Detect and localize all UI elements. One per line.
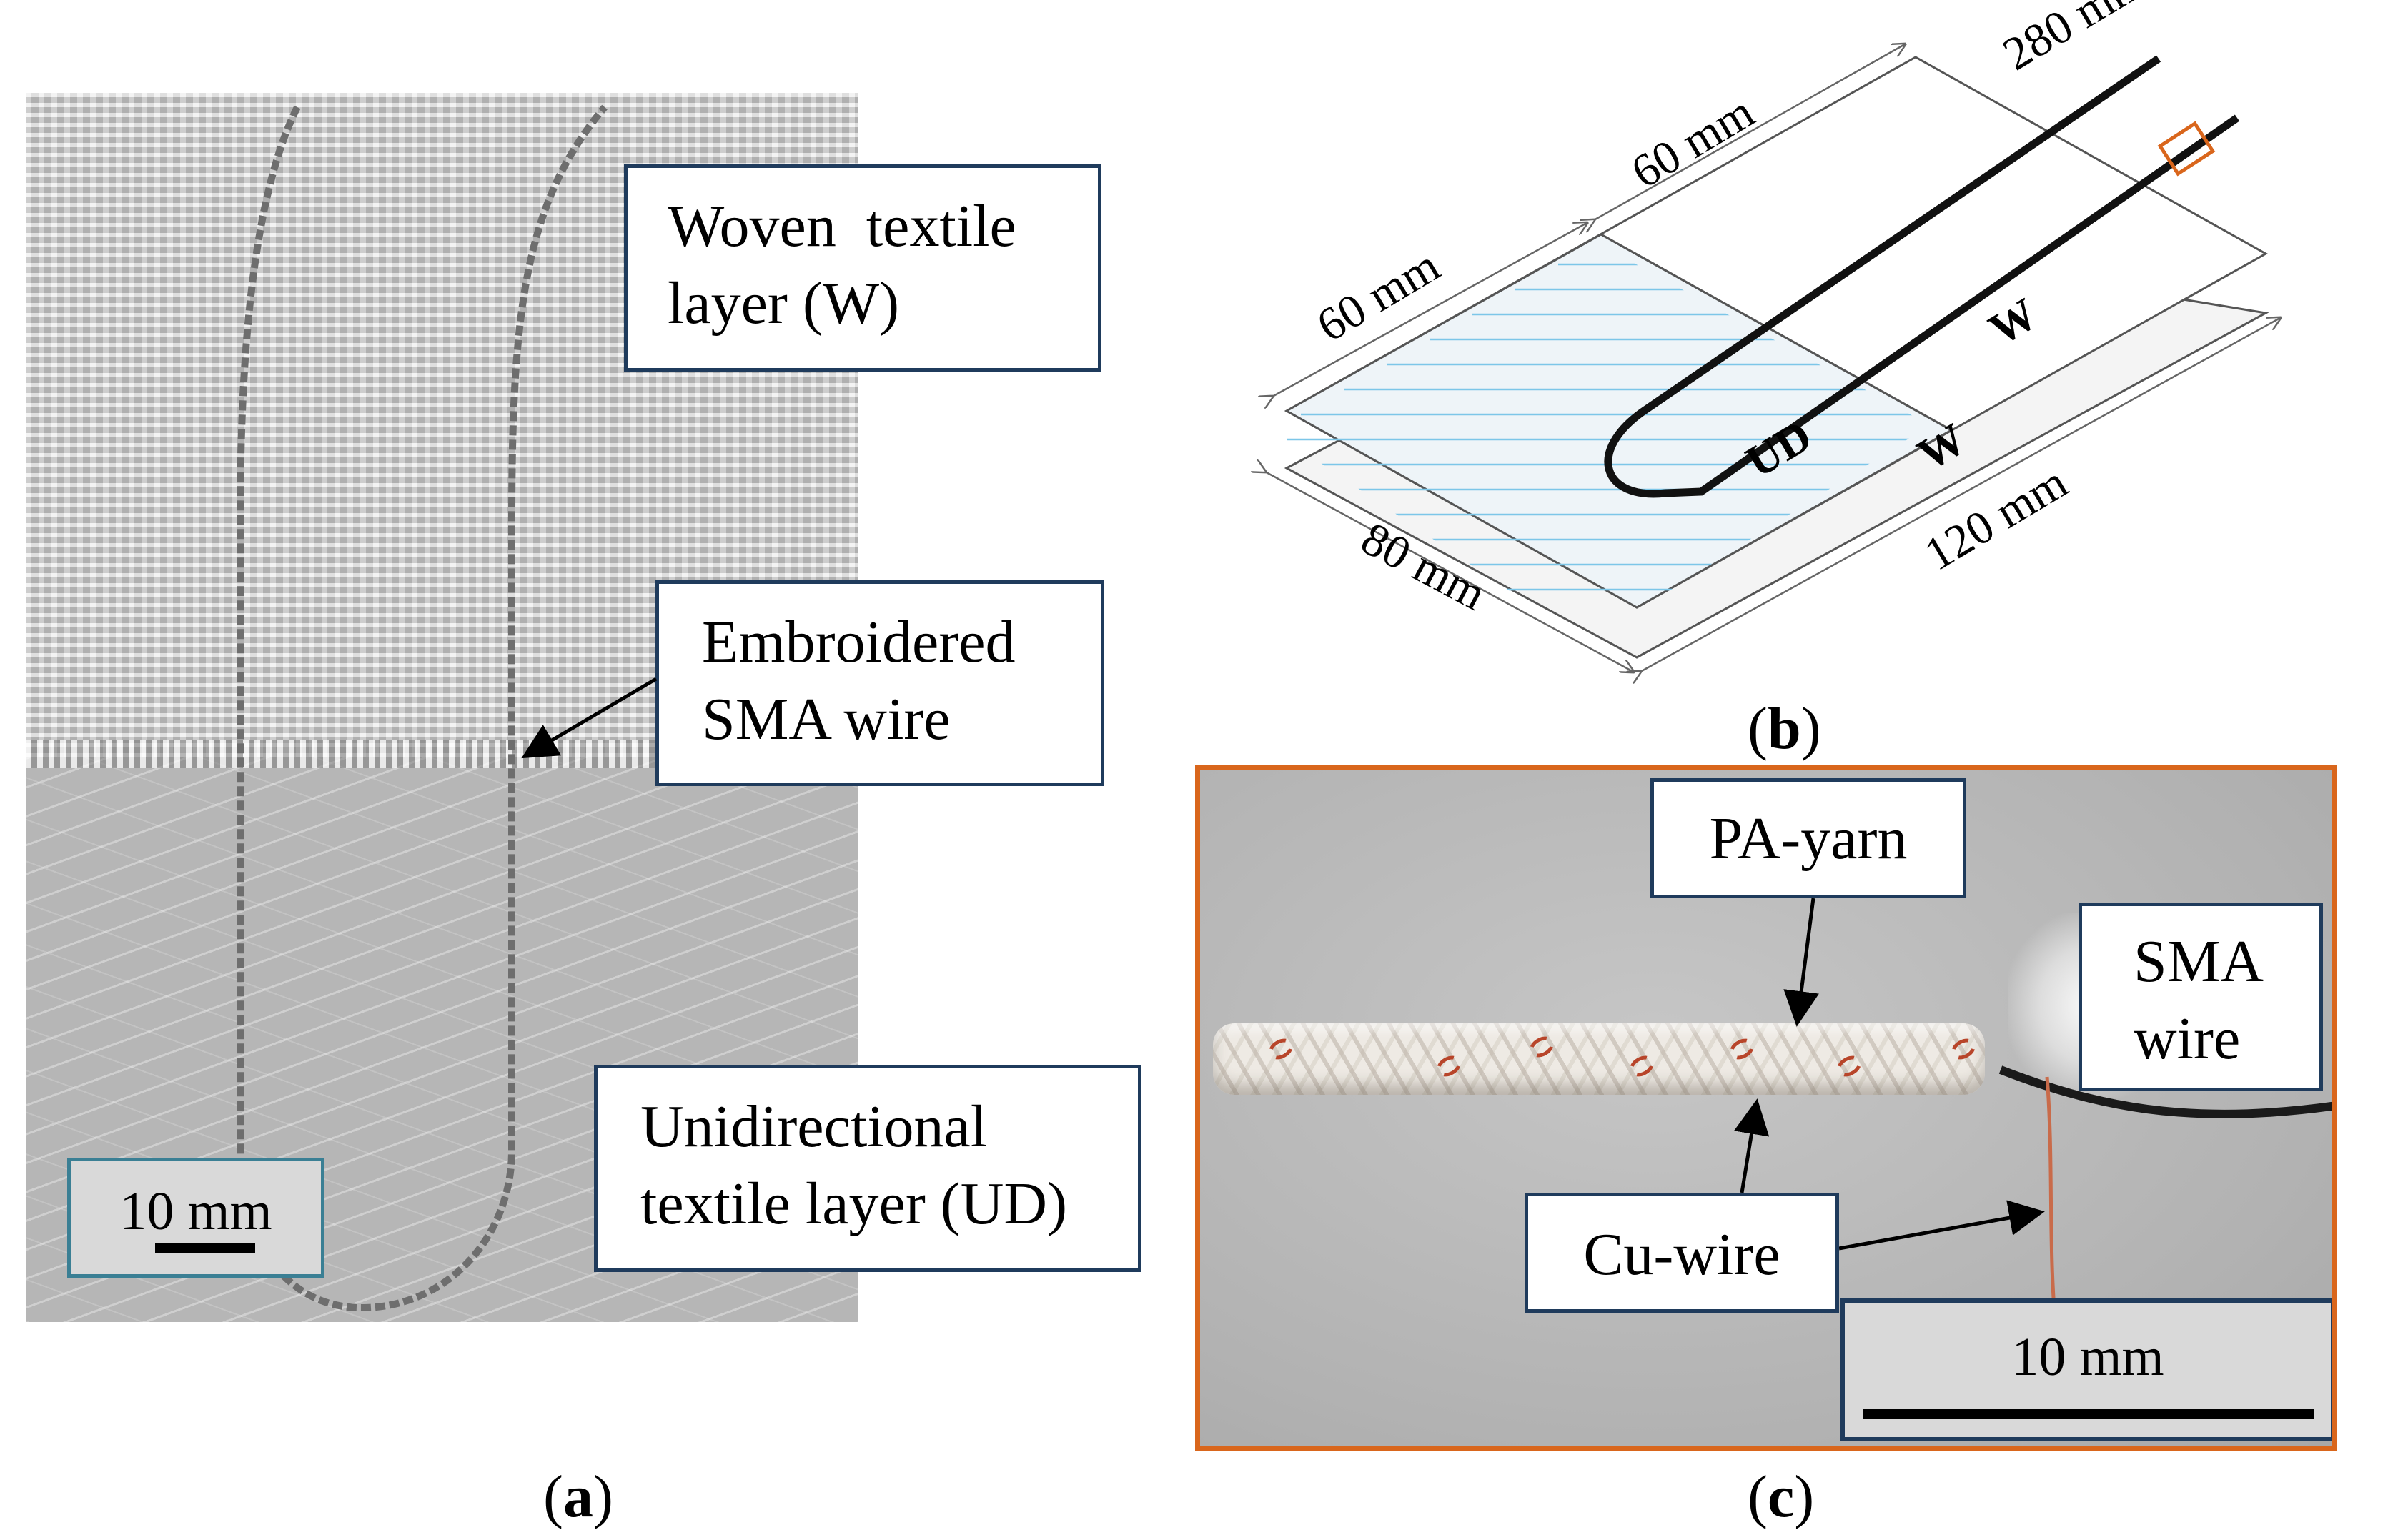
scale-bar-a-line (155, 1243, 255, 1253)
scale-bar-c: 10 mm (1840, 1298, 2332, 1441)
label-embroidered-line2: SMA wire (702, 686, 951, 752)
label-ud-line1: Unidirectional (640, 1093, 988, 1160)
label-woven-textile: Woven textile layer (W) (624, 164, 1101, 372)
pa-yarn-arrow (1783, 898, 1819, 1027)
label-pa-yarn: PA-yarn (1650, 778, 1966, 898)
embroidered-arrow (521, 677, 658, 759)
pa-yarn-braid (1213, 1023, 1985, 1095)
caption-c-letter: c (1767, 1464, 1795, 1530)
scale-bar-a-label: 10 mm (119, 1181, 272, 1241)
caption-b: (b) (1748, 695, 1821, 762)
dim-line-60-top (1594, 44, 1905, 220)
cu-wire-arrow-up (1733, 1098, 1770, 1193)
label-sma-line2: wire (2134, 1005, 2241, 1072)
dim-line-80 (1265, 472, 1633, 672)
caption-c: (c) (1748, 1464, 1815, 1530)
label-woven-line1: Woven textile (668, 193, 1016, 259)
label-woven-line2: layer (W) (668, 270, 900, 337)
panel-c-photo: PA-yarn SMA wire Cu-wire 10 mm (1195, 765, 2337, 1451)
dim-280-label: 280 mm (1994, 0, 2155, 81)
label-sma-wire: SMA wire (2079, 903, 2323, 1091)
dim-line-60-left (1272, 223, 1587, 397)
scale-bar-c-line (1863, 1409, 2314, 1419)
label-embroidered-sma: Embroidered SMA wire (655, 580, 1104, 786)
highlight-square (2157, 121, 2216, 177)
panel-c-arrows (1733, 898, 2045, 1251)
label-unidirectional-textile: Unidirectional textile layer (UD) (594, 1065, 1141, 1272)
label-cu-wire: Cu-wire (1525, 1193, 1839, 1313)
label-sma-line1: SMA (2134, 928, 2264, 995)
panel-b-schematic: 280 mm 60 mm 60 mm 80 mm 120 mm W W UD (1244, 0, 2302, 700)
sma-wire-photo (1998, 1065, 2332, 1118)
label-ud-line2: textile layer (UD) (640, 1171, 1068, 1237)
cu-wire-arrow-right (1838, 1200, 2045, 1251)
scale-bar-a: 10 mm (67, 1158, 324, 1278)
dim-line-120 (1640, 318, 2280, 672)
caption-a-letter: a (563, 1464, 593, 1530)
embroidered-wire-loop (237, 104, 608, 1312)
caption-b-letter: b (1767, 695, 1801, 762)
caption-a: (a) (543, 1464, 613, 1530)
scale-bar-c-label: 10 mm (2011, 1327, 2164, 1387)
label-embroidered-line1: Embroidered (702, 609, 1016, 675)
